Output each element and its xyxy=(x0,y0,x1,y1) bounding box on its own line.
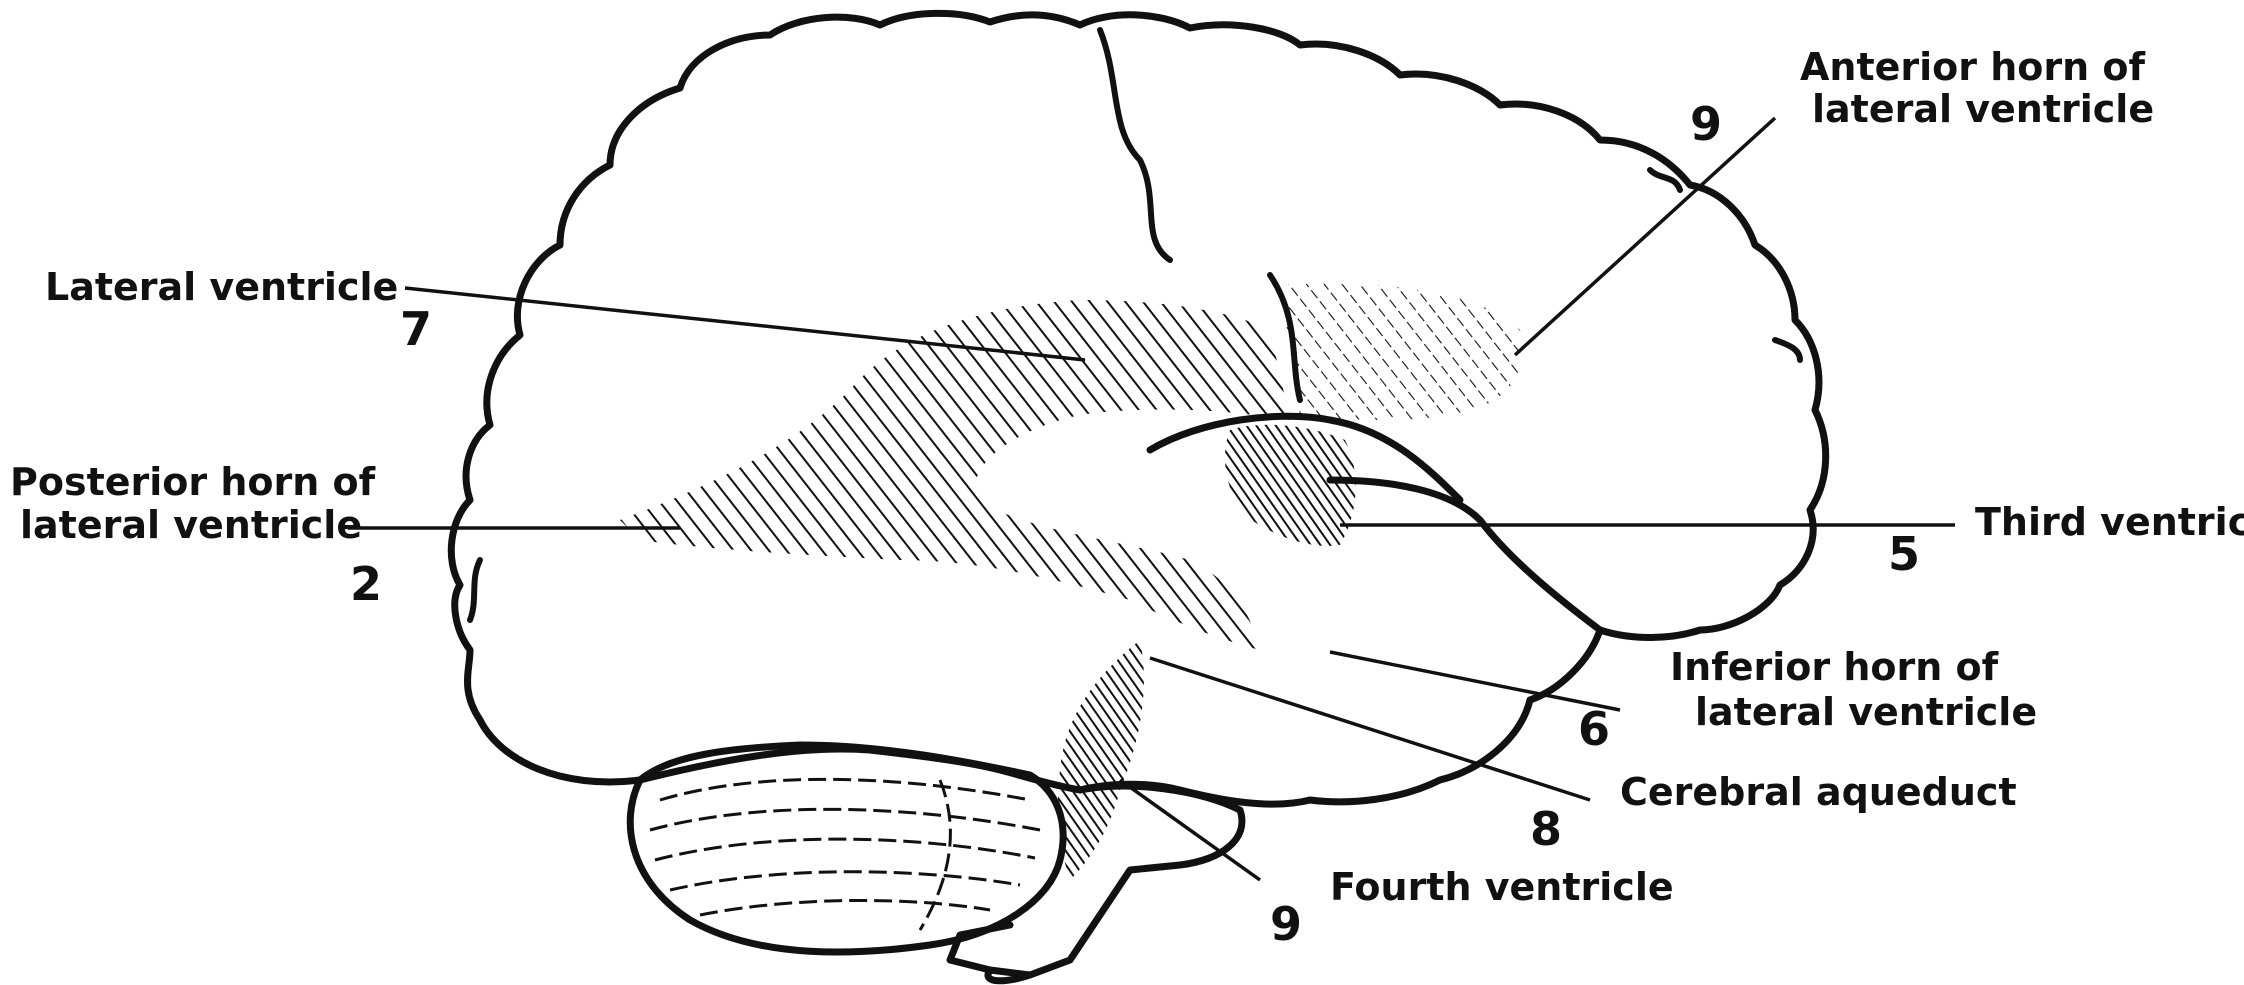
number-anterior-horn: 9 xyxy=(1690,97,1722,151)
number-posterior-horn: 2 xyxy=(350,557,382,611)
ventricles xyxy=(620,284,1523,880)
number-cerebral-aqueduct: 8 xyxy=(1530,802,1562,856)
label-anterior-horn-line2: lateral ventricle xyxy=(1812,87,2154,131)
fourth-ventricle-shading xyxy=(1058,640,1144,880)
cerebellum xyxy=(630,745,1063,952)
leader-cerebral-aqueduct xyxy=(1150,658,1590,800)
label-anterior-horn-line1: Anterior horn of xyxy=(1800,45,2146,89)
label-posterior-horn-line1: Posterior horn of xyxy=(10,460,376,504)
label-third-ventricle: Third ventricle xyxy=(1975,500,2244,544)
number-third-ventricle: 5 xyxy=(1888,527,1920,581)
anterior-horn-shading xyxy=(1280,284,1523,420)
number-fourth-ventricle: 9 xyxy=(1270,897,1302,951)
labels: Lateral ventricle 7 Posterior horn of la… xyxy=(10,45,2244,951)
label-inferior-horn-line1: Inferior horn of xyxy=(1670,645,1999,689)
label-cerebral-aqueduct: Cerebral aqueduct xyxy=(1620,770,2017,814)
label-inferior-horn-line2: lateral ventricle xyxy=(1695,690,2037,734)
label-fourth-ventricle: Fourth ventricle xyxy=(1330,865,1674,909)
number-inferior-horn: 6 xyxy=(1578,702,1610,756)
leader-anterior-horn xyxy=(1515,118,1775,355)
third-ventricle-shading xyxy=(1225,425,1356,546)
number-lateral-ventricle: 7 xyxy=(400,302,432,356)
label-lateral-ventricle: Lateral ventricle xyxy=(45,265,398,309)
label-posterior-horn-line2: lateral ventricle xyxy=(20,503,362,547)
leader-inferior-horn xyxy=(1330,652,1620,710)
lateral-ventricle-shading xyxy=(620,300,1290,650)
